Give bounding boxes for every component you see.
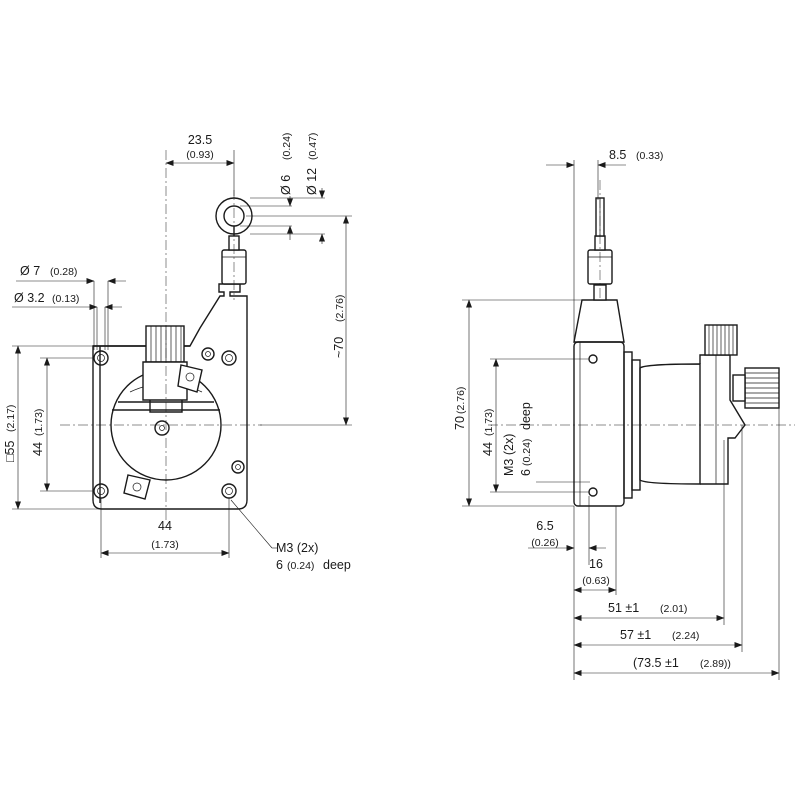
front-housing — [92, 283, 248, 510]
side-dim-51-inch: (2.01) — [660, 603, 687, 615]
side-dim-735-value: (73.5 ±1 — [633, 656, 679, 670]
side-dim-6-5: 6.5 (0.26) — [528, 496, 606, 565]
front-dim-holes: Ø 7 (0.28) Ø 3.2 (0.13) — [12, 264, 126, 350]
front-dim-height70-inch: (2.76) — [334, 295, 346, 322]
side-dim-vert44-inch: (1.73) — [483, 409, 495, 436]
front-dim-height-70: ~70 (2.76) — [246, 215, 352, 426]
front-dim-square-55: □55 (2.17) — [3, 345, 102, 510]
side-dim-85-value: 8.5 — [609, 148, 626, 162]
front-dim-offset-inch: (0.93) — [186, 149, 213, 161]
side-housing — [573, 299, 780, 507]
front-dim-height70-value: ~70 — [332, 337, 346, 358]
front-dim-d32-value: Ø 3.2 — [14, 291, 45, 305]
side-dim-height70-inch: (2.76) — [455, 387, 467, 414]
front-dim-vert-44: 44 (1.73) — [31, 357, 94, 492]
side-dim-height70-value: 70 — [453, 416, 467, 430]
side-dim-8-5: 8.5 (0.33) — [546, 148, 663, 342]
front-view: 23.5 (0.93) Ø 6 (0.24) Ø 12 (0.47) ~70 (… — [3, 133, 352, 572]
side-dim-51: 51 ±1 (2.01) — [573, 440, 725, 625]
side-dim-height-70: 70 (2.76) — [453, 299, 582, 507]
front-dim-d7-value: Ø 7 — [20, 264, 40, 278]
side-dim-16-inch: (0.63) — [582, 575, 609, 587]
front-dim-d12-inch: (0.47) — [307, 133, 319, 160]
front-dim-d32-inch: (0.13) — [52, 293, 79, 305]
front-dim-vert44-value: 44 — [31, 442, 45, 456]
side-thread-note: M3 (2x) 6 (0.24) deep — [502, 402, 590, 483]
front-dim-diameters: Ø 6 (0.24) Ø 12 (0.47) — [240, 133, 325, 244]
front-dim-square55-value: □55 — [3, 440, 17, 462]
side-dim-73-5: (73.5 ±1 (2.89)) — [573, 408, 780, 680]
front-thread-note-depth: 6 — [276, 558, 283, 572]
front-dim-23-5: 23.5 (0.93) — [165, 133, 235, 196]
side-view: 8.5 (0.33) 70 (2.76) 44 (1.73) M3 (2x) 6… — [453, 148, 795, 680]
front-dim-d7-inch: (0.28) — [50, 266, 77, 278]
front-dim-d12-value: Ø 12 — [305, 168, 319, 195]
side-dim-65-inch: (0.26) — [531, 537, 558, 549]
side-dim-57-value: 57 ±1 — [620, 628, 651, 642]
side-dim-65-value: 6.5 — [536, 519, 553, 533]
side-dim-57: 57 ±1 (2.24) — [573, 425, 743, 652]
side-dim-16: 16 (0.63) — [573, 506, 617, 680]
side-thread-note-line1: M3 (2x) — [502, 434, 516, 476]
front-dim-d6-value: Ø 6 — [279, 175, 293, 195]
front-dim-horiz44-inch: (1.73) — [151, 539, 178, 551]
side-dim-51-value: 51 ±1 — [608, 601, 639, 615]
side-thread-note-depth: 6 — [519, 469, 533, 476]
front-thread-note-line1: M3 (2x) — [276, 541, 318, 555]
side-thread-note-depth-inch: (0.24) — [521, 439, 533, 466]
front-dim-horiz-44: 44 (1.73) — [100, 498, 230, 558]
side-dim-16-value: 16 — [589, 557, 603, 571]
side-thread-note-suffix: deep — [519, 402, 533, 430]
front-dim-d6-inch: (0.24) — [281, 133, 293, 160]
front-dim-horiz44-value: 44 — [158, 519, 172, 533]
front-dim-offset-value: 23.5 — [188, 133, 212, 147]
front-thread-note-depth-inch: (0.24) — [287, 560, 314, 572]
side-dim-vert-44: 44 (1.73) — [481, 358, 589, 493]
front-thread-note-suffix: deep — [323, 558, 351, 572]
side-dim-85-inch: (0.33) — [636, 150, 663, 162]
side-dim-735-inch: (2.89)) — [700, 658, 731, 670]
front-dim-vert44-inch: (1.73) — [33, 409, 45, 436]
front-thread-note: M3 (2x) 6 (0.24) deep — [230, 499, 351, 572]
front-dim-square55-inch: (2.17) — [5, 405, 17, 432]
side-dim-vert44-value: 44 — [481, 442, 495, 456]
side-dim-57-inch: (2.24) — [672, 630, 699, 642]
